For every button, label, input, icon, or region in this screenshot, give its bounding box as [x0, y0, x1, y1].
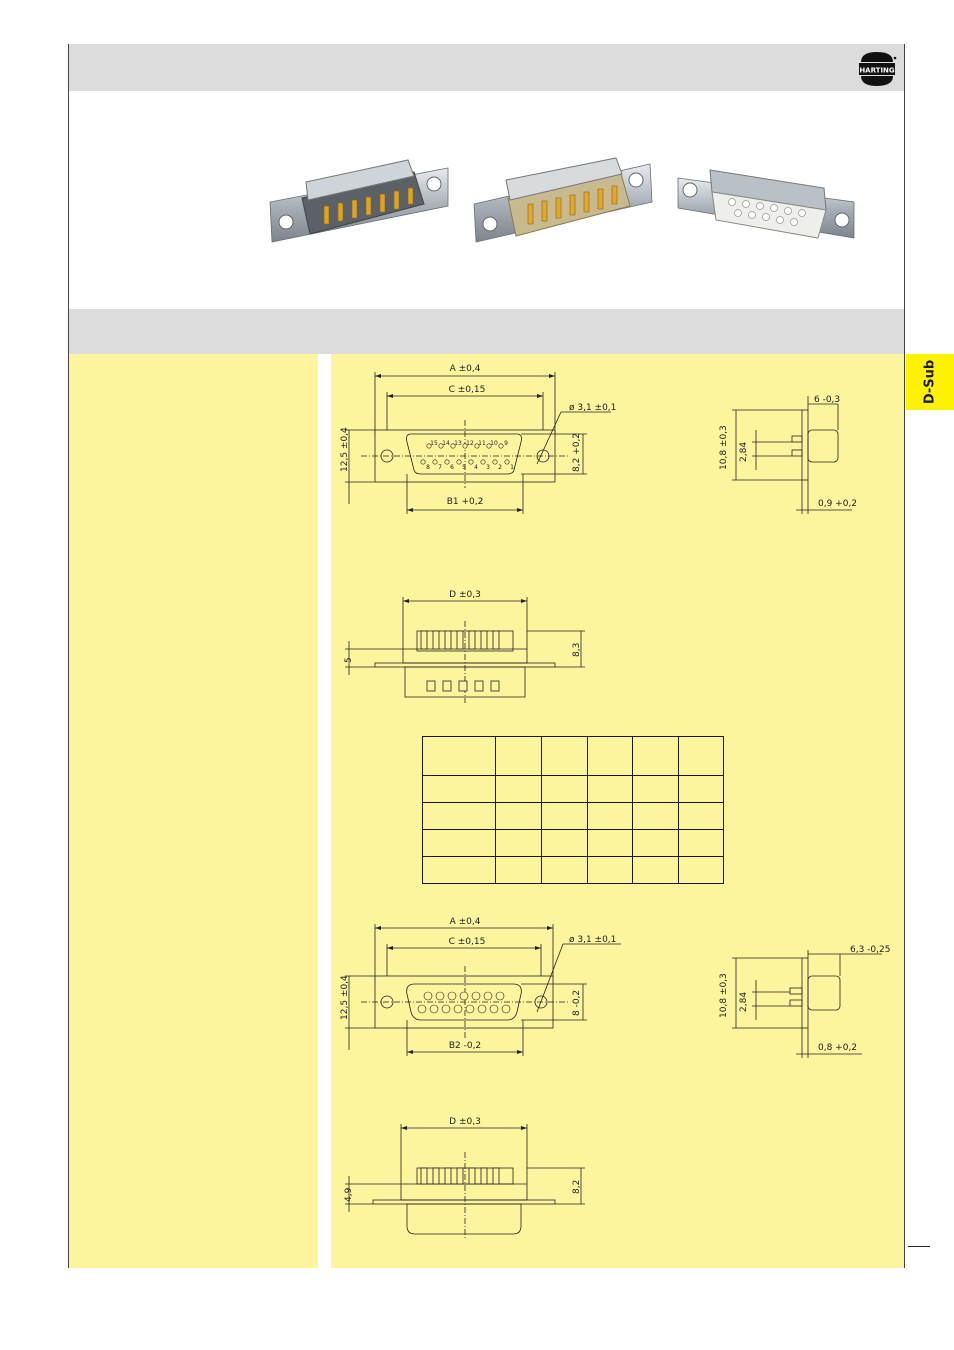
table-cell [632, 856, 679, 884]
pin-label: 1 [510, 464, 514, 471]
section-tab[interactable]: D-Sub [906, 354, 954, 410]
pin-label: 10 [490, 440, 498, 447]
dim-d-label: D ±0,3 [449, 590, 481, 600]
table-row [422, 775, 724, 803]
dim-height-label: 10,8 ±0,3 [719, 425, 729, 470]
pin-label: 4 [474, 464, 478, 471]
table-cell [678, 856, 724, 884]
left-panel [69, 354, 318, 1268]
dim-base-label: 0,9 +0,2 [818, 499, 857, 509]
dim-base-label: 0,8 +0,2 [818, 1043, 857, 1053]
table-cell [495, 856, 542, 884]
table-cell [678, 829, 724, 857]
dim-left-label: 5 [344, 657, 354, 663]
pin-label: 12 [466, 440, 474, 447]
pin-label: 13 [454, 440, 462, 447]
page-frame-right [904, 44, 905, 1268]
table-cell [587, 802, 633, 830]
table-cell [678, 736, 724, 776]
pin-label: 3 [486, 464, 490, 471]
drawing-female-side: 6,3 -0,25 10,8 ±0,3 2,84 0,8 +0,2 [719, 945, 890, 1058]
dim-height-label: 12,5 ±0,4 [340, 975, 350, 1020]
dim-right-label: 8,2 [572, 1180, 582, 1194]
dim-shell-label: 8 -0,2 [572, 990, 582, 1016]
table-cell [541, 829, 588, 857]
dim-d-label: D ±0,3 [449, 1117, 481, 1127]
harting-logo: HARTING [859, 52, 897, 86]
table-cell [632, 802, 679, 830]
dim-shell-label: 8,2 +0,2 [572, 433, 582, 472]
section-band [69, 309, 904, 354]
table-cell [422, 856, 496, 884]
dim-c-label: C ±0,15 [449, 937, 486, 947]
table-cell [632, 775, 679, 803]
drawing-male-side: 6 -0,3 10,8 ±0,3 2,84 0,9 +0,2 [719, 395, 857, 514]
dim-pitch-label: 2,84 [739, 992, 749, 1012]
table-cell [678, 802, 724, 830]
product-photo-female [677, 169, 855, 239]
pin-label: 7 [438, 464, 442, 471]
drawing-female-profile: D ±0,3 4,9 8,2 [344, 1117, 585, 1240]
table-cell [587, 775, 633, 803]
dim-b1-label: B1 +0,2 [447, 497, 484, 507]
product-photo-male-pcb [473, 157, 653, 243]
table-cell [495, 775, 542, 803]
pin-label: 6 [450, 464, 454, 471]
table-cell [678, 775, 724, 803]
drawing-female-front: A ±0,4 C ±0,15 ø 3,1 ±0,1 B2 -0,2 12,5 ±… [340, 917, 621, 1056]
page-number-rule [908, 1246, 930, 1247]
table-cell [541, 736, 588, 776]
pin-label: 9 [504, 440, 508, 447]
table-cell [587, 829, 633, 857]
logo-text: HARTING [859, 67, 895, 75]
product-photo-male-gold [269, 159, 449, 243]
table-cell [541, 856, 588, 884]
dim-b2-label: B2 -0,2 [449, 1041, 481, 1051]
drawing-male-front: 15 14 13 12 11 10 9 8 7 6 5 4 3 2 1 A ±0… [340, 364, 616, 514]
table-row [422, 802, 724, 830]
dim-a-label: A ±0,4 [450, 364, 481, 374]
spec-table [422, 736, 724, 884]
table-cell [495, 802, 542, 830]
pin-label: 15 [430, 440, 438, 447]
table-row [422, 856, 724, 884]
table-cell [495, 829, 542, 857]
table-cell [422, 736, 496, 776]
pin-label: 14 [442, 440, 450, 447]
table-row [422, 736, 724, 776]
table-cell [422, 829, 496, 857]
dim-pitch-label: 2,84 [739, 442, 749, 462]
table-cell [422, 775, 496, 803]
dim-hole-label: ø 3,1 ±0,1 [569, 935, 616, 945]
table-cell [541, 802, 588, 830]
dim-top-label: 6 -0,3 [814, 395, 840, 405]
table-cell [541, 775, 588, 803]
dim-height-label: 12,5 ±0,4 [340, 427, 350, 472]
dim-c-label: C ±0,15 [449, 385, 486, 395]
dim-hole-label: ø 3,1 ±0,1 [569, 403, 616, 413]
pin-label: 2 [498, 464, 502, 471]
section-tab-label: D-Sub [922, 359, 938, 405]
pin-label: 5 [462, 464, 466, 471]
header-band [69, 44, 904, 91]
table-cell [632, 829, 679, 857]
dim-left-label: 4,9 [344, 1187, 354, 1202]
table-cell [632, 736, 679, 776]
table-cell [495, 736, 542, 776]
table-row [422, 829, 724, 857]
drawing-male-profile: D ±0,3 5 8,3 [344, 590, 585, 703]
table-cell [587, 856, 633, 884]
table-cell [422, 802, 496, 830]
pin-label: 8 [426, 464, 430, 471]
dim-right-label: 8,3 [572, 643, 582, 657]
dim-top-label: 6,3 -0,25 [850, 945, 890, 955]
dim-height-label: 10,8 ±0,3 [719, 973, 729, 1018]
pin-label: 11 [478, 440, 486, 447]
dim-a-label: A ±0,4 [450, 917, 481, 927]
page-frame-left [68, 44, 69, 1268]
table-cell [587, 736, 633, 776]
